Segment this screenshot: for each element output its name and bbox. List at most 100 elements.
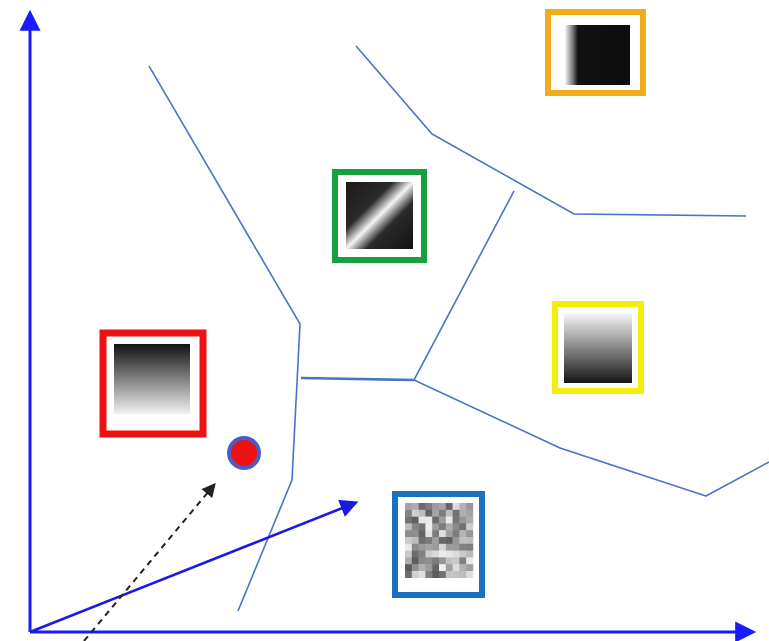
noise-cell: [425, 537, 433, 544]
noise-cell: [439, 537, 446, 544]
noise-cell: [466, 523, 474, 531]
noise-cell: [466, 571, 474, 578]
prototype-orange-image: [565, 25, 630, 85]
query-point: [227, 436, 261, 470]
noise-cell: [466, 503, 474, 510]
noise-cell: [418, 509, 426, 517]
noise-cell: [405, 516, 412, 524]
noise-cell: [439, 571, 446, 578]
noise-cell: [445, 557, 453, 565]
noise-cell: [452, 516, 460, 524]
noise-cell: [411, 530, 419, 538]
noise-cell: [405, 564, 412, 572]
noise-cell: [459, 523, 467, 531]
noise-cell: [466, 516, 474, 524]
noise-cell: [445, 550, 453, 558]
noise-cell: [439, 530, 446, 538]
noise-cell: [411, 537, 419, 544]
noise-cell: [405, 571, 412, 578]
prototype-orange: [545, 9, 646, 96]
noise-cell: [432, 530, 440, 538]
noise-cell: [405, 503, 412, 510]
noise-cell: [452, 564, 460, 572]
noise-cell: [439, 516, 446, 524]
boundary-middle-vertical: [413, 190, 515, 381]
noise-cell: [425, 564, 433, 572]
noise-cell: [445, 537, 453, 544]
prototype-green: [332, 169, 427, 263]
noise-cell: [432, 557, 440, 565]
noise-cell: [466, 564, 474, 572]
noise-cell: [405, 509, 412, 517]
noise-cell: [445, 543, 453, 551]
noise-cell: [452, 523, 460, 531]
prototype-red-image: [114, 344, 190, 414]
noise-cell: [466, 537, 474, 544]
noise-cell: [432, 543, 440, 551]
noise-cell: [425, 503, 433, 510]
noise-cell: [418, 530, 426, 538]
noise-cell: [445, 509, 453, 517]
noise-cell: [411, 571, 419, 578]
noise-cell: [425, 523, 433, 531]
noise-cell: [459, 537, 467, 544]
noise-cell: [459, 530, 467, 538]
noise-cell: [466, 509, 474, 517]
noise-cell: [439, 543, 446, 551]
noise-cell: [411, 557, 419, 565]
noise-cell: [418, 557, 426, 565]
noise-cell: [452, 571, 460, 578]
feature-vector-arrow: [29, 499, 359, 634]
prototype-yellow: [552, 301, 644, 394]
noise-cell: [425, 571, 433, 578]
noise-cell: [432, 516, 440, 524]
noise-cell: [418, 543, 426, 551]
noise-cell: [459, 550, 467, 558]
noise-cell: [452, 543, 460, 551]
noise-cell: [445, 523, 453, 531]
noise-cell: [405, 523, 412, 531]
prototype-blue-image: [405, 503, 474, 578]
noise-cell: [405, 530, 412, 538]
noise-cell: [439, 550, 446, 558]
noise-cell: [411, 523, 419, 531]
noise-cell: [425, 530, 433, 538]
noise-cell: [411, 516, 419, 524]
dashed-arrow: [83, 482, 216, 641]
noise-cell: [459, 509, 467, 517]
noise-cell: [432, 503, 440, 510]
noise-cell: [452, 557, 460, 565]
boundary-left: [148, 65, 301, 612]
noise-cell: [432, 550, 440, 558]
noise-cell: [459, 571, 467, 578]
noise-cell: [411, 564, 419, 572]
noise-cell: [405, 537, 412, 544]
noise-cell: [452, 550, 460, 558]
noise-cell: [452, 537, 460, 544]
noise-cell: [411, 543, 419, 551]
noise-cell: [418, 523, 426, 531]
noise-cell: [445, 564, 453, 572]
noise-cell: [418, 537, 426, 544]
noise-cell: [425, 550, 433, 558]
noise-cell: [405, 557, 412, 565]
noise-cell: [425, 516, 433, 524]
noise-cell: [411, 503, 419, 510]
noise-cell: [445, 571, 453, 578]
prototype-red: [99, 329, 207, 438]
noise-cell: [439, 523, 446, 531]
noise-cell: [439, 503, 446, 510]
noise-cell: [418, 564, 426, 572]
noise-cell: [459, 557, 467, 565]
noise-cell: [439, 564, 446, 572]
noise-cell: [432, 523, 440, 531]
noise-cell: [445, 516, 453, 524]
noise-cell: [466, 530, 474, 538]
noise-cell: [425, 543, 433, 551]
noise-cell: [425, 557, 433, 565]
boundary-center-horizontal: [300, 376, 415, 382]
noise-cell: [418, 503, 426, 510]
noise-cell: [405, 543, 412, 551]
